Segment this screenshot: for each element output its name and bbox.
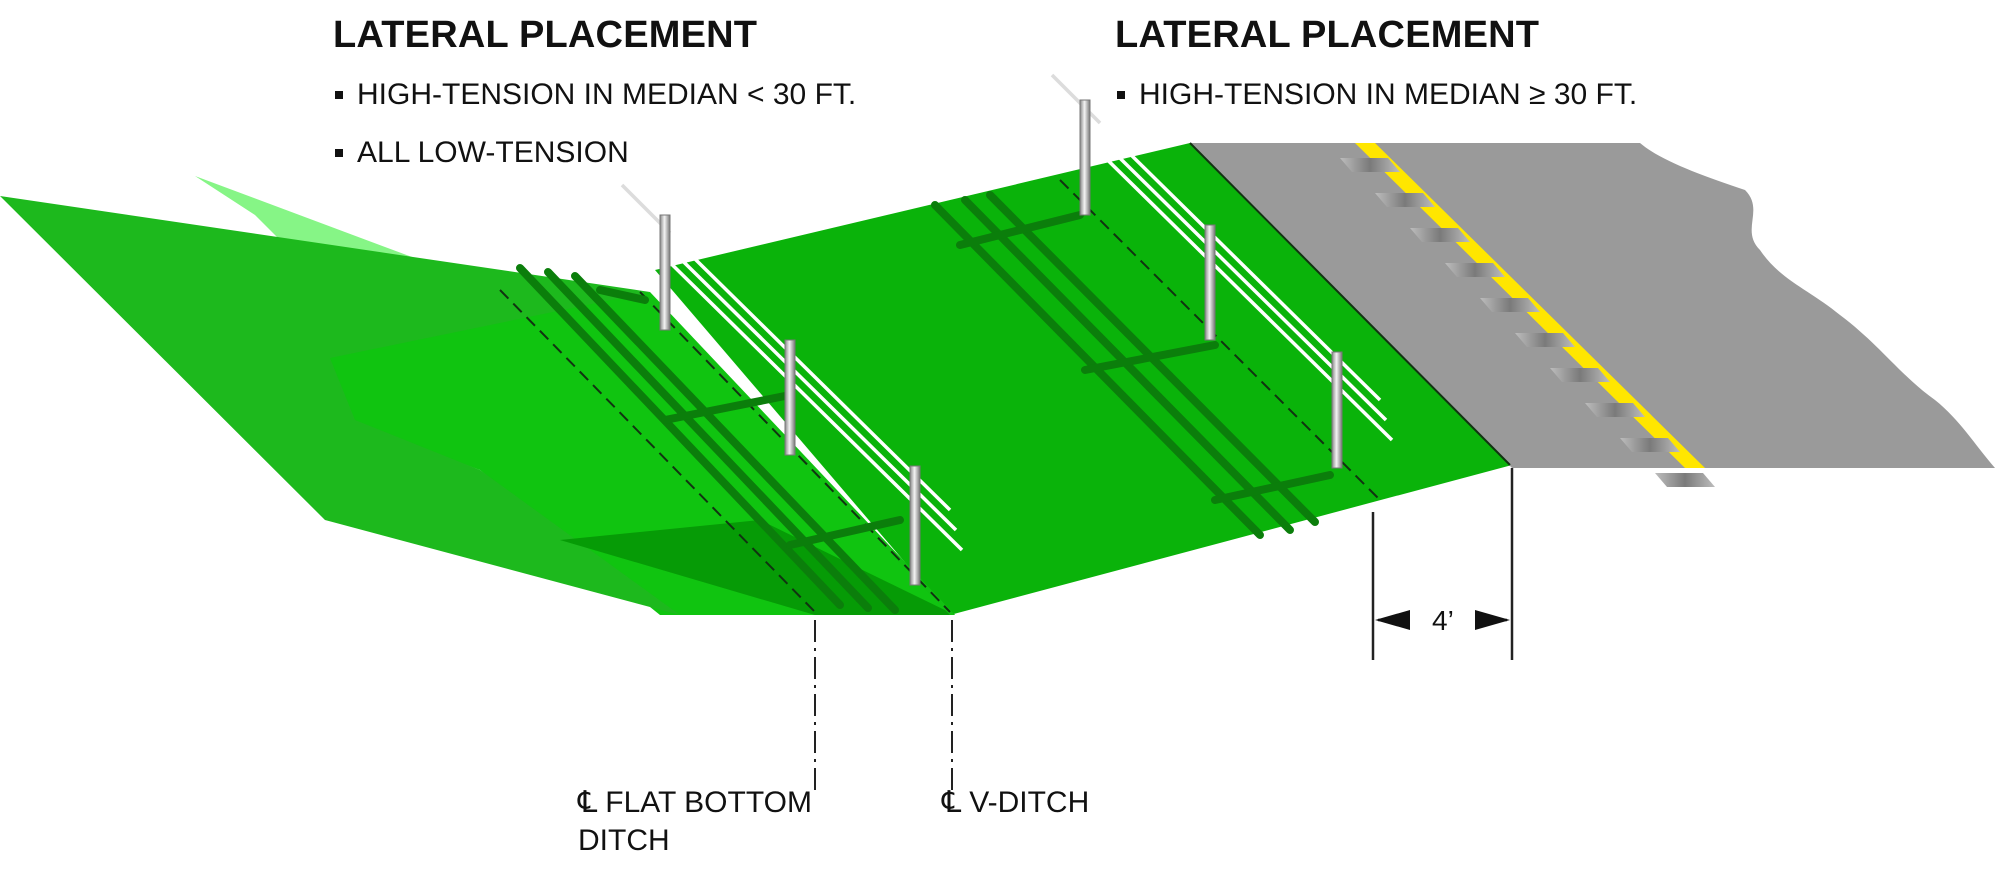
lane-stripe xyxy=(1410,228,1470,242)
tire-track xyxy=(544,268,872,612)
cable xyxy=(634,213,958,532)
tire-track xyxy=(956,211,1084,249)
lane-stripe xyxy=(1375,193,1435,207)
tire-track xyxy=(1081,341,1219,374)
tire-track xyxy=(661,391,794,424)
lane-stripe xyxy=(1340,158,1400,172)
lane-stripe xyxy=(1620,438,1680,452)
cable xyxy=(640,233,964,552)
bullet-marker xyxy=(1117,91,1125,99)
lane-stripe xyxy=(1445,263,1505,277)
offset-dimension-value: 4’ xyxy=(1432,605,1454,636)
barrier-post xyxy=(1079,99,1091,216)
lane-stripe xyxy=(1585,403,1645,417)
tire-track xyxy=(571,272,899,614)
lane-stripe xyxy=(1515,333,1575,347)
right-foreslope xyxy=(655,143,1512,615)
ditch-edge-dashes xyxy=(499,142,1511,613)
flat-bottom-line2: DITCH xyxy=(578,824,670,857)
left-bullet-2-text: ALL LOW-TENSION xyxy=(357,136,629,169)
lane-stripes xyxy=(1340,158,1715,487)
mower-tracks xyxy=(516,191,1334,614)
left-bullet-2: ALL LOW-TENSION xyxy=(335,136,629,170)
cable-end xyxy=(1050,73,1102,125)
tire-track xyxy=(516,264,844,609)
centerline-leaders xyxy=(814,620,953,790)
flat-bottom-line1: FLAT BOTTOM xyxy=(605,786,812,819)
tire-track xyxy=(1211,471,1334,504)
centerline-symbol: ℄ xyxy=(942,786,962,819)
bullet-marker xyxy=(335,91,343,99)
barrier-post xyxy=(659,214,671,331)
lane-stripe xyxy=(1655,473,1715,487)
v-ditch-text: V-DITCH xyxy=(969,786,1090,819)
barrier-post xyxy=(1204,224,1216,341)
right-bullet-1: HIGH-TENSION IN MEDIAN ≥ 30 FT. xyxy=(1117,78,1637,112)
centerline-symbol: ℄ xyxy=(578,786,598,819)
left-bullet-1-text: HIGH-TENSION IN MEDIAN < 30 FT. xyxy=(357,78,857,111)
cable-barrier-posts xyxy=(659,99,1343,586)
barrier-post xyxy=(909,465,921,586)
bullet-marker xyxy=(335,149,343,157)
tire-track xyxy=(596,286,649,304)
lane-stripe xyxy=(1480,298,1540,312)
barrier-post xyxy=(784,339,796,456)
right-heading: LATERAL PLACEMENT xyxy=(1115,14,1540,56)
left-bullet-1: HIGH-TENSION IN MEDIAN < 30 FT. xyxy=(335,78,856,112)
left-backslope-mid xyxy=(265,265,955,615)
pavement xyxy=(1190,143,1995,468)
left-heading: LATERAL PLACEMENT xyxy=(333,14,758,56)
tire-track xyxy=(786,516,904,549)
right-bullet-1-text: HIGH-TENSION IN MEDIAN ≥ 30 FT. xyxy=(1139,78,1638,111)
left-backslope-dark xyxy=(0,196,680,615)
flat-bottom-ditch-label: ℄FLAT BOTTOM DITCH xyxy=(578,784,812,860)
v-ditch-label: ℄V-DITCH xyxy=(942,784,1089,822)
lane-stripe xyxy=(1550,368,1610,382)
offset-dimension xyxy=(1371,468,1514,660)
cable xyxy=(1058,83,1382,402)
v-ditch-slope xyxy=(640,292,955,615)
barrier-post xyxy=(1331,351,1343,469)
